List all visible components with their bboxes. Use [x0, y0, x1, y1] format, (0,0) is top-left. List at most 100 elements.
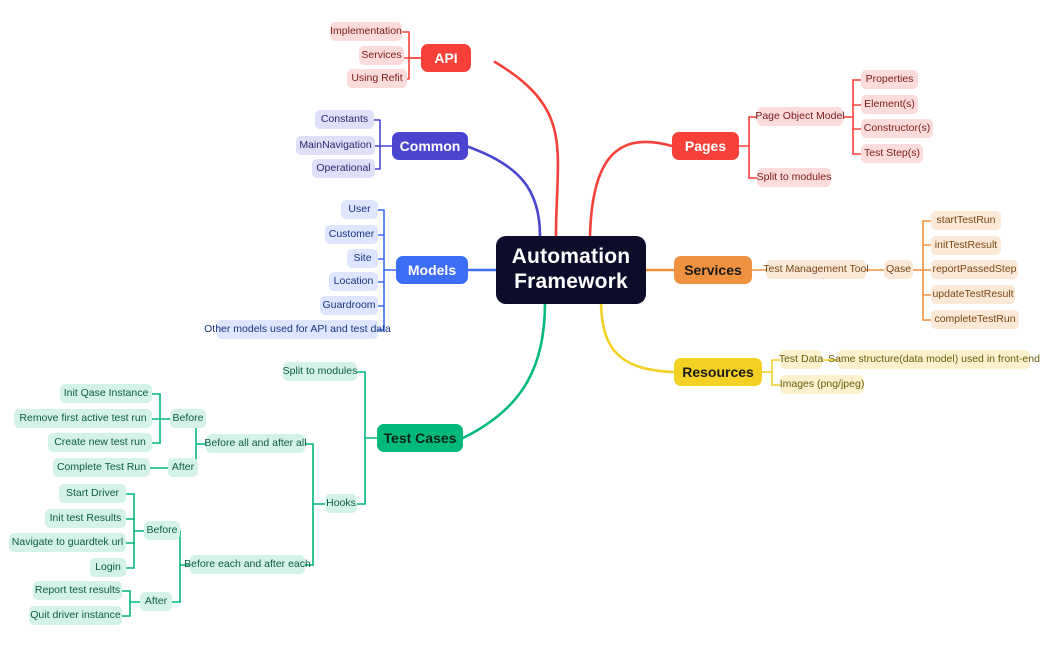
leaf-api-using-refit[interactable]: Using Refit: [347, 69, 407, 88]
branch-common-label: Common: [399, 138, 461, 154]
leaf-label: After: [171, 461, 195, 474]
leaf-tc-beforeeach-before[interactable]: Before: [144, 521, 180, 540]
leaf-models-guardroom[interactable]: Guardroom: [320, 296, 378, 315]
leaf-label: Guardroom: [322, 299, 376, 312]
leaf-label: startTestRun: [936, 214, 996, 227]
leaf-label: initTestResult: [934, 239, 998, 252]
leaf-services-test-management-tool[interactable]: Test Management Tool: [763, 260, 869, 279]
leaf-pages-split-to-modules[interactable]: Split to modules: [757, 168, 831, 187]
leaf-label: Location: [333, 275, 374, 288]
leaf-pages-test-steps[interactable]: Test Step(s): [861, 144, 923, 163]
leaf-label: Hooks: [326, 497, 356, 510]
leaf-label: User: [348, 203, 371, 216]
leaf-label: Complete Test Run: [56, 461, 147, 474]
leaf-services-complete-test-run[interactable]: completeTestRun: [931, 310, 1019, 329]
leaf-label: Operational: [316, 162, 371, 175]
leaf-services-qase[interactable]: Qase: [884, 260, 913, 279]
leaf-services-update-test-result[interactable]: updateTestResult: [931, 285, 1015, 304]
leaf-models-location[interactable]: Location: [329, 272, 378, 291]
leaf-label: Quit driver instance: [30, 609, 121, 622]
leaf-label: Site: [353, 252, 372, 265]
leaf-label: Images (png/jpeg): [779, 378, 865, 391]
root-node[interactable]: Automation Framework: [496, 236, 646, 304]
leaf-label: Remove first active test run: [19, 412, 147, 425]
branch-test-cases[interactable]: Test Cases: [377, 424, 463, 452]
leaf-label: Qase: [885, 263, 912, 276]
leaf-label: Using Refit: [351, 72, 403, 85]
leaf-services-report-passed-step[interactable]: reportPassedStep: [931, 260, 1018, 279]
leaf-tc-beforeall-before[interactable]: Before: [170, 409, 206, 428]
leaf-label: Constructor(s): [863, 122, 931, 135]
leaf-tc-report-test-results[interactable]: Report test results: [33, 581, 122, 600]
leaf-label: Same structure(data model) used in front…: [828, 353, 1040, 366]
leaf-tc-hooks[interactable]: Hooks: [325, 494, 357, 513]
leaf-label: Init Qase Instance: [63, 387, 149, 400]
leaf-label: Split to modules: [756, 171, 832, 184]
leaf-label: After: [144, 595, 168, 608]
leaf-label: Navigate to guardtek url: [11, 536, 124, 549]
leaf-tc-complete-test-run[interactable]: Complete Test Run: [53, 458, 150, 477]
leaf-label: Test Data: [778, 353, 824, 366]
leaf-api-implementation[interactable]: Implementation: [330, 22, 402, 41]
leaf-pages-page-object-model[interactable]: Page Object Model: [755, 107, 845, 126]
leaf-label: Start Driver: [65, 487, 120, 500]
leaf-models-user[interactable]: User: [341, 200, 378, 219]
leaf-common-operational[interactable]: Operational: [312, 159, 375, 178]
leaf-common-mainnavigation[interactable]: MainNavigation: [296, 136, 375, 155]
leaf-tc-init-test-results[interactable]: Init test Results: [45, 509, 126, 528]
leaf-tc-login[interactable]: Login: [90, 558, 126, 577]
leaf-label: Customer: [328, 228, 375, 241]
branch-pages[interactable]: Pages: [672, 132, 739, 160]
branch-api[interactable]: API: [421, 44, 471, 72]
branch-services[interactable]: Services: [674, 256, 752, 284]
leaf-tc-navigate-to-guardtek-url[interactable]: Navigate to guardtek url: [9, 533, 126, 552]
leaf-label: Element(s): [864, 98, 915, 111]
leaf-tc-create-new-test-run[interactable]: Create new test run: [48, 433, 152, 452]
leaf-tc-before-each-and-after-each[interactable]: Before each and after each: [184, 555, 311, 574]
leaf-resources-same-structure[interactable]: Same structure(data model) used in front…: [828, 350, 1040, 369]
leaf-label: Properties: [865, 73, 914, 86]
branch-models[interactable]: Models: [396, 256, 468, 284]
leaf-label: Constants: [320, 113, 369, 126]
leaf-label: Page Object Model: [755, 110, 845, 123]
leaf-label: Split to modules: [282, 365, 358, 378]
branch-services-label: Services: [684, 262, 742, 278]
branch-pages-label: Pages: [684, 138, 727, 154]
leaf-label: completeTestRun: [934, 313, 1016, 326]
leaf-tc-init-qase-instance[interactable]: Init Qase Instance: [60, 384, 152, 403]
leaf-resources-test-data[interactable]: Test Data: [778, 350, 824, 369]
leaf-models-customer[interactable]: Customer: [325, 225, 378, 244]
leaf-tc-remove-first-active-test-run[interactable]: Remove first active test run: [14, 409, 152, 428]
branch-common[interactable]: Common: [392, 132, 468, 160]
leaf-tc-before-all-and-after-all[interactable]: Before all and after all: [204, 434, 307, 453]
leaf-label: Login: [95, 561, 121, 574]
leaf-tc-beforeeach-after[interactable]: After: [140, 592, 172, 611]
leaf-common-constants[interactable]: Constants: [315, 110, 374, 129]
leaf-label: Before: [146, 524, 178, 537]
leaf-label: reportPassedStep: [932, 263, 1017, 276]
leaf-tc-start-driver[interactable]: Start Driver: [59, 484, 126, 503]
leaf-tc-quit-driver-instance[interactable]: Quit driver instance: [29, 606, 122, 625]
leaf-label: Test Management Tool: [763, 263, 869, 276]
leaf-api-services[interactable]: Services: [359, 46, 404, 65]
leaf-tc-beforeall-after[interactable]: After: [168, 458, 198, 477]
leaf-models-other[interactable]: Other models used for API and test data: [204, 320, 391, 339]
leaf-pages-constructors[interactable]: Constructor(s): [861, 119, 933, 138]
leaf-label: Create new test run: [54, 436, 146, 449]
leaf-services-start-test-run[interactable]: startTestRun: [931, 211, 1001, 230]
leaf-label: Before all and after all: [204, 437, 307, 450]
leaf-pages-elements[interactable]: Element(s): [861, 95, 918, 114]
branch-resources[interactable]: Resources: [674, 358, 762, 386]
leaf-label: Implementation: [330, 25, 402, 38]
leaf-label: Test Step(s): [863, 147, 921, 160]
leaf-resources-images[interactable]: Images (png/jpeg): [780, 375, 864, 394]
leaf-tc-split-to-modules[interactable]: Split to modules: [283, 362, 357, 381]
root-label-line2: Framework: [514, 270, 628, 293]
leaf-label: Report test results: [34, 584, 121, 597]
leaf-models-site[interactable]: Site: [347, 249, 378, 268]
leaf-pages-properties[interactable]: Properties: [861, 70, 918, 89]
leaf-label: Other models used for API and test data: [204, 323, 391, 336]
leaf-label: Before each and after each: [184, 558, 311, 571]
leaf-services-init-test-result[interactable]: initTestResult: [931, 236, 1001, 255]
